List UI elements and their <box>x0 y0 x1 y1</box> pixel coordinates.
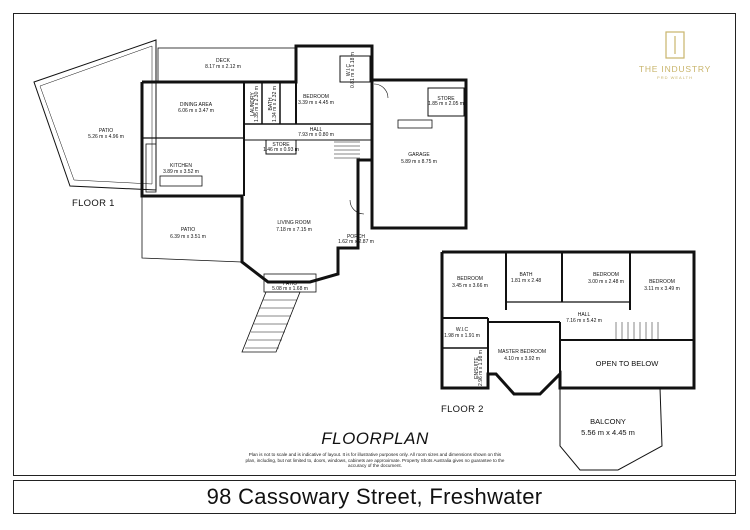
bedroom-b-dim: 3.00 m x 2.48 m <box>588 279 624 285</box>
porch-name: PORCH <box>347 234 365 240</box>
wic2-dim: 1.98 m x 1.91 m <box>444 333 480 339</box>
master-dim: 4.10 m x 3.92 m <box>504 356 540 362</box>
open-to-below-label: OPEN TO BELOW <box>596 359 660 368</box>
bedroom-a-dim: 3.45 m x 3.66 m <box>452 283 488 289</box>
floor1-plan <box>33 39 468 353</box>
deck-dim: 8.17 m x 2.12 m <box>205 64 241 70</box>
disclaimer-text: Plan is not to scale and is indicative o… <box>245 452 505 469</box>
patio-left-dim: 5.26 m x 4.96 m <box>88 134 124 140</box>
porch-dim: 1.62 m x 2.87 m <box>338 239 374 245</box>
dining-name: DINING AREA <box>180 102 213 108</box>
floor1-label: FLOOR 1 <box>72 198 115 209</box>
bedroom1-dim: 3.39 m x 4.45 m <box>298 100 334 106</box>
patio-lower-dim: 6.39 m x 3.51 m <box>170 234 206 240</box>
laundry-name: LAUNDRY <box>250 91 256 115</box>
store1-name: STORE <box>272 142 290 148</box>
deck-name: DECK <box>216 58 231 64</box>
brand-logo: THE INDUSTRY PRD WEALTH <box>632 28 718 86</box>
store2-name: STORE <box>437 96 455 102</box>
bedroom-c-dim: 3.11 m x 3.49 m <box>644 286 679 292</box>
garage-dim: 5.89 m x 8.75 m <box>401 159 437 165</box>
laundry-dim: 1.35 m x 2.30 m <box>254 86 260 122</box>
bedroom1-name: BEDROOM <box>303 94 329 100</box>
living-dim: 7.18 m x 7.15 m <box>276 227 312 233</box>
logo-name: THE INDUSTRY <box>638 64 712 74</box>
wic1-dim: 0.81 m x 1.18 m <box>350 52 356 88</box>
patio-small-dim: 5.08 m x 1.68 m <box>272 286 308 292</box>
living-name: LIVING ROOM <box>277 220 310 226</box>
patio-left-outline <box>33 39 157 191</box>
bath2-name: BATH <box>520 272 533 278</box>
floorplan-heading: FLOORPLAN <box>321 429 429 448</box>
floor2-label: FLOOR 2 <box>441 404 484 415</box>
address-text: 98 Cassowary Street, Freshwater <box>206 484 543 509</box>
balcony-outline <box>559 387 663 471</box>
bedroom-a-name: BEDROOM <box>457 276 483 282</box>
patio-small-name: PATIO <box>283 281 297 287</box>
dining-dim: 6.06 m x 3.47 m <box>178 108 214 114</box>
balcony-dim: 5.56 m x 4.45 m <box>581 428 635 437</box>
store2-dim: 1.85 m x 2.05 m <box>428 101 464 107</box>
hall1-name: HALL <box>310 127 323 133</box>
patio-left-name: PATIO <box>99 128 113 134</box>
bath2-dim: 1.81 m x 2.48 <box>511 278 542 284</box>
wic2-name: W.I.C <box>456 327 469 333</box>
ensuite-name: ENSUITE <box>474 357 480 379</box>
bedroom-b-name: BEDROOM <box>593 272 619 278</box>
logo-mark-icon <box>665 31 685 59</box>
balcony-name: BALCONY <box>590 417 626 426</box>
hall1-dim: 7.93 m x 0.80 m <box>298 132 334 138</box>
steps-outline <box>241 291 301 353</box>
patio-lower-outline <box>141 196 243 263</box>
ensuite-dim: 2.96 m x 1.98 m <box>478 350 484 386</box>
plan-frame <box>13 13 736 476</box>
hall2-dim: 7.16 m x 5.42 m <box>566 318 602 324</box>
floor2-plan <box>440 250 696 471</box>
address-bar: 98 Cassowary Street, Freshwater <box>13 480 736 514</box>
logo-subtitle: PRD WEALTH <box>657 75 693 80</box>
garage-name: GARAGE <box>408 152 430 158</box>
master-name: MASTER BEDROOM <box>498 349 546 355</box>
kitchen-dim: 3.89 m x 3.52 m <box>163 169 199 175</box>
patio-lower-name: PATIO <box>181 227 195 233</box>
bath1-dim: 1.34 m x 2.32 m <box>272 86 278 122</box>
hall2-name: HALL <box>578 312 591 318</box>
store1-dim: 1.46 m x 0.93 m <box>263 147 299 153</box>
bedroom-c-name: BEDROOM <box>649 279 675 285</box>
kitchen-name: KITCHEN <box>170 163 192 169</box>
bath1-name: BATH <box>268 97 274 110</box>
wic1-name: W.I.C <box>346 64 352 77</box>
